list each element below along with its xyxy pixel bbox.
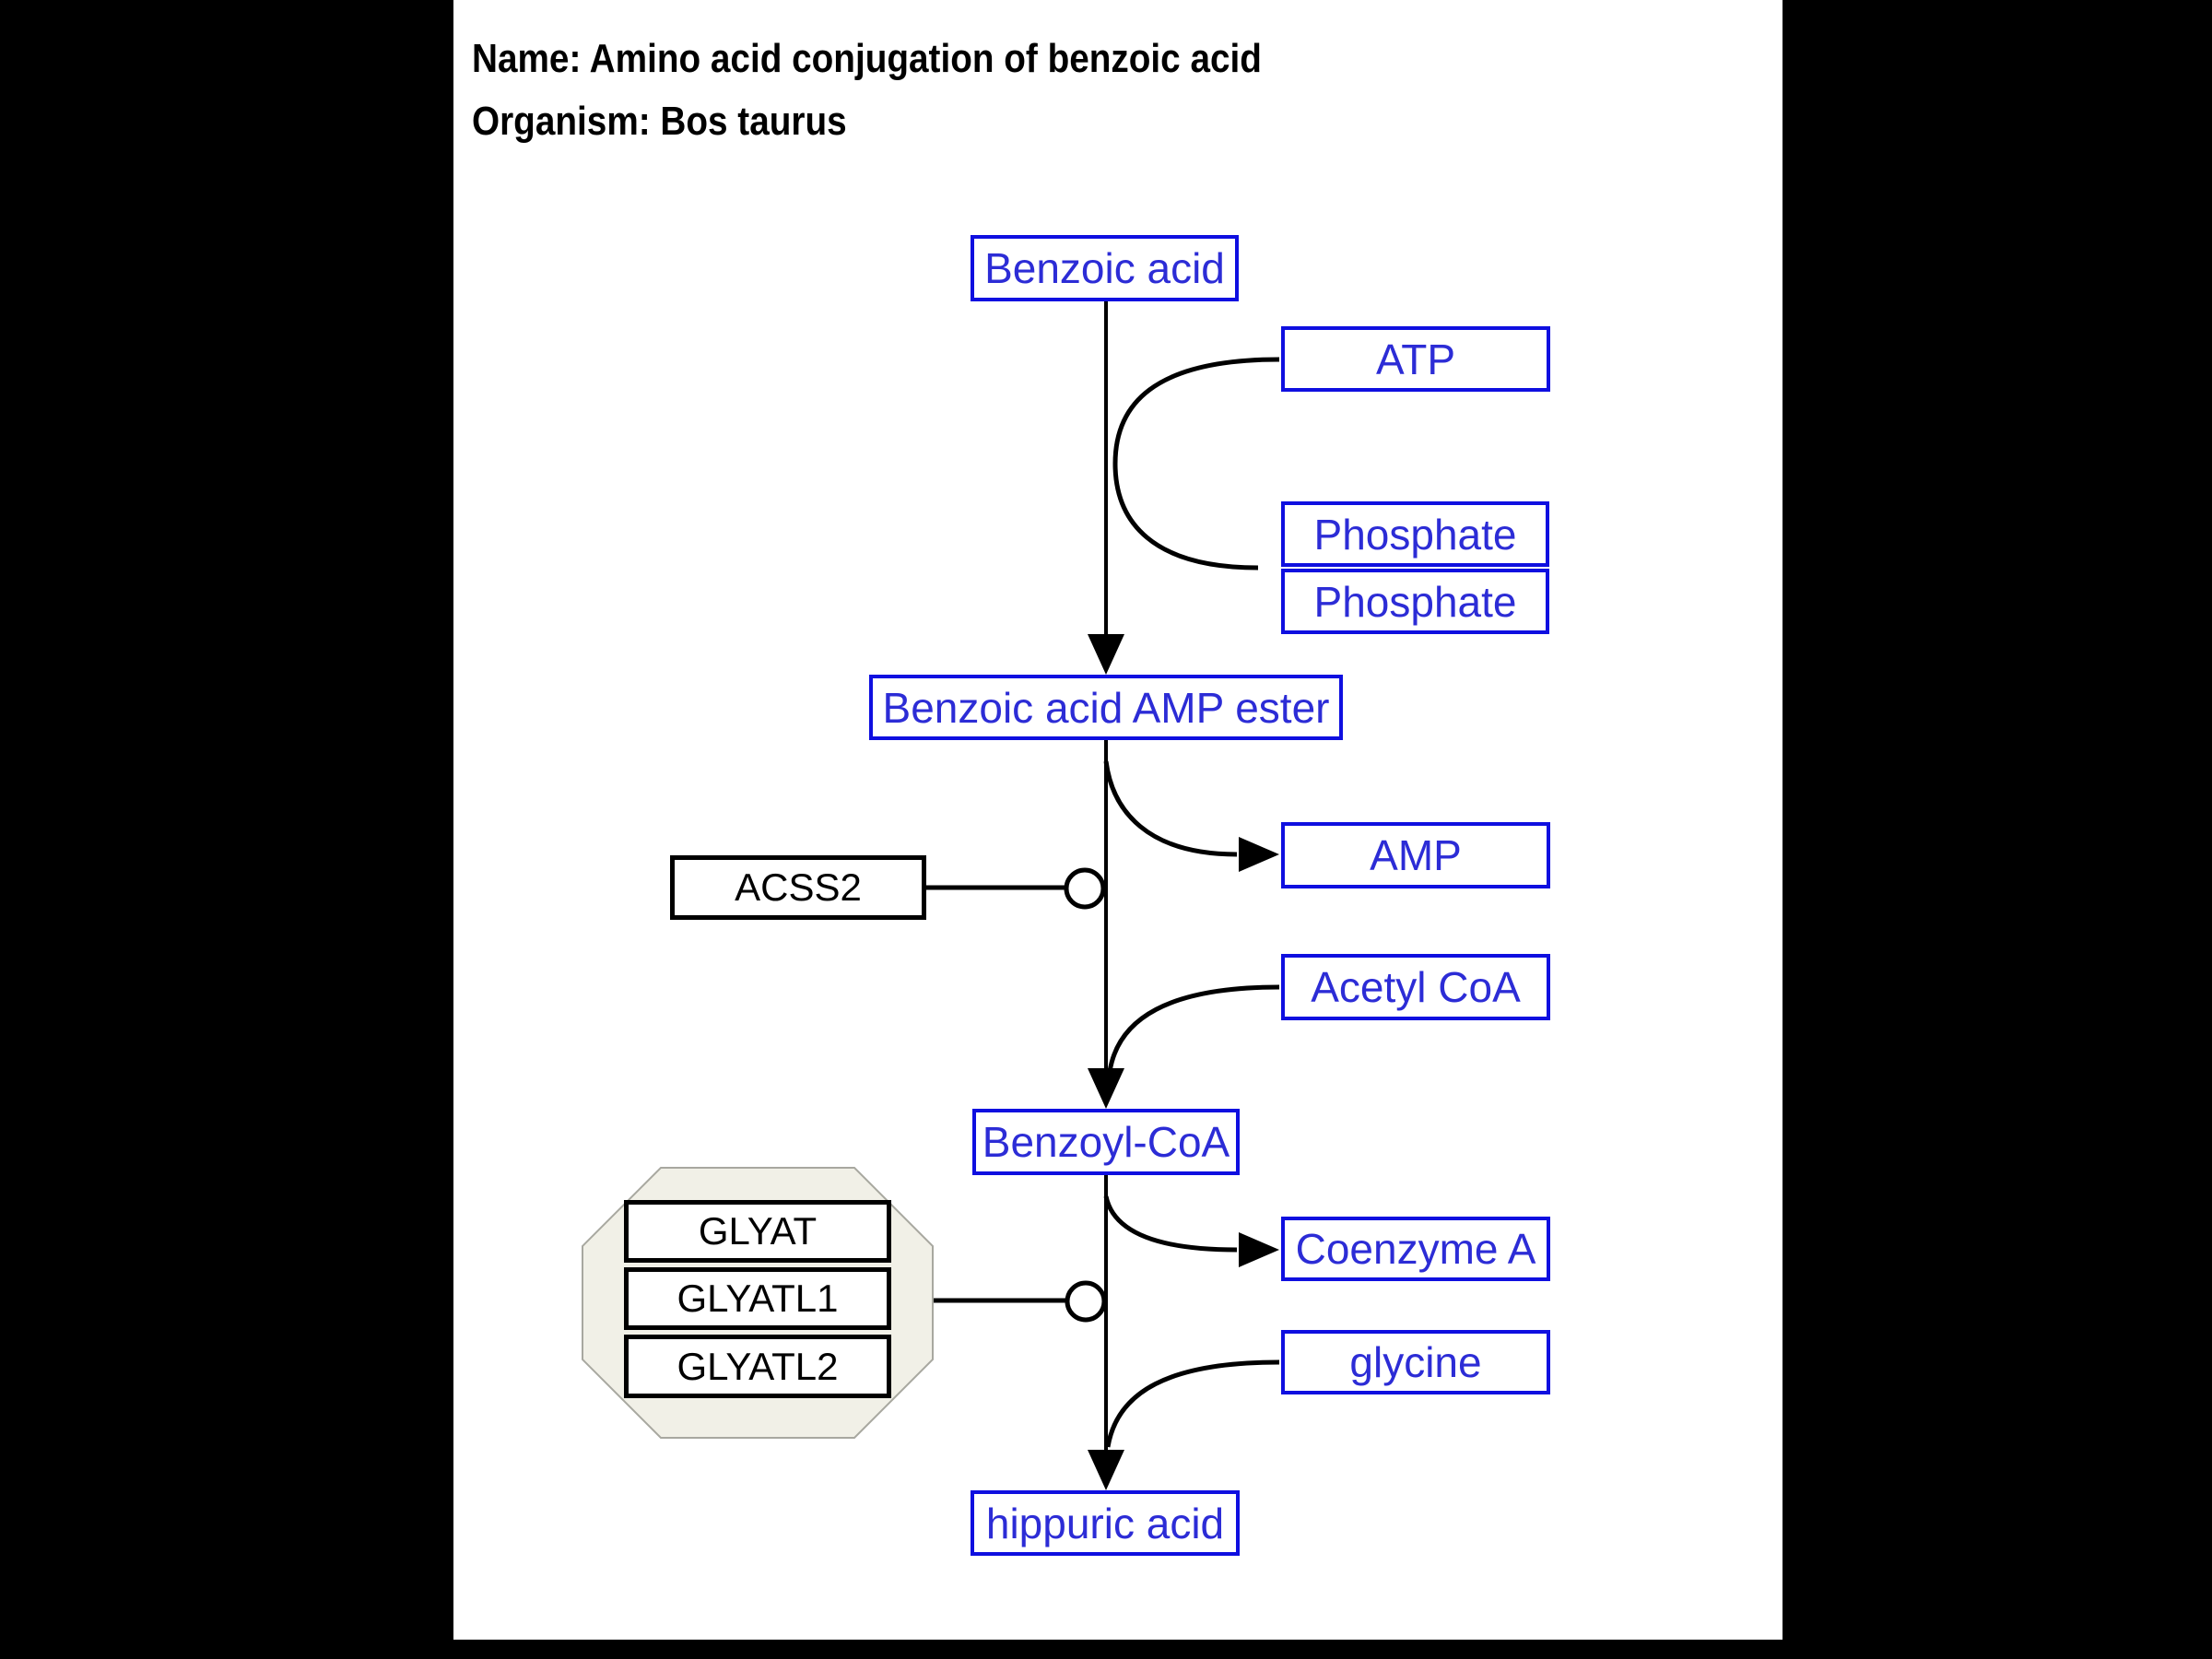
node-atp[interactable]: ATP [1281,326,1550,392]
node-glyat[interactable]: GLYAT [624,1200,891,1263]
node-benzoyl-coa[interactable]: Benzoyl-CoA [972,1109,1240,1175]
coenzyme-a-output-curve [1103,1195,1238,1253]
coenzyme-a-output-arrowhead [1239,1232,1279,1267]
node-hippuric-acid[interactable]: hippuric acid [971,1490,1240,1556]
node-glyatl1[interactable]: GLYATL1 [624,1267,891,1330]
amp-output-arrowhead [1239,837,1279,872]
node-phosphate-2[interactable]: Phosphate [1281,569,1549,634]
reaction2-arrowhead [1088,1068,1124,1109]
node-benzoic-acid[interactable]: Benzoic acid [971,235,1239,301]
pathway-name-title: Name: Amino acid conjugation of benzoic … [472,36,1262,81]
node-benzoic-acid-amp-ester[interactable]: Benzoic acid AMP ester [869,675,1343,740]
reaction3-arrowhead [1088,1450,1124,1490]
pathway-organism-title: Organism: Bos taurus [472,99,847,144]
atp-to-phosphate-curve [1112,357,1280,571]
reaction1-arrowhead [1088,634,1124,675]
node-glyatl2[interactable]: GLYATL2 [624,1335,891,1398]
node-amp[interactable]: AMP [1281,822,1550,888]
node-coenzyme-a[interactable]: Coenzyme A [1281,1217,1550,1281]
node-glycine[interactable]: glycine [1281,1330,1550,1394]
node-phosphate-1[interactable]: Phosphate [1281,501,1549,567]
acetyl-coa-input-curve [1107,984,1280,1073]
reaction3-anchor-circle [1065,1280,1107,1323]
reaction2-anchor-circle [1064,867,1106,910]
glycine-input-curve [1105,1359,1280,1448]
amp-output-curve [1103,760,1238,857]
node-acetyl-coa[interactable]: Acetyl CoA [1281,954,1550,1020]
node-acss2[interactable]: ACSS2 [670,855,926,920]
